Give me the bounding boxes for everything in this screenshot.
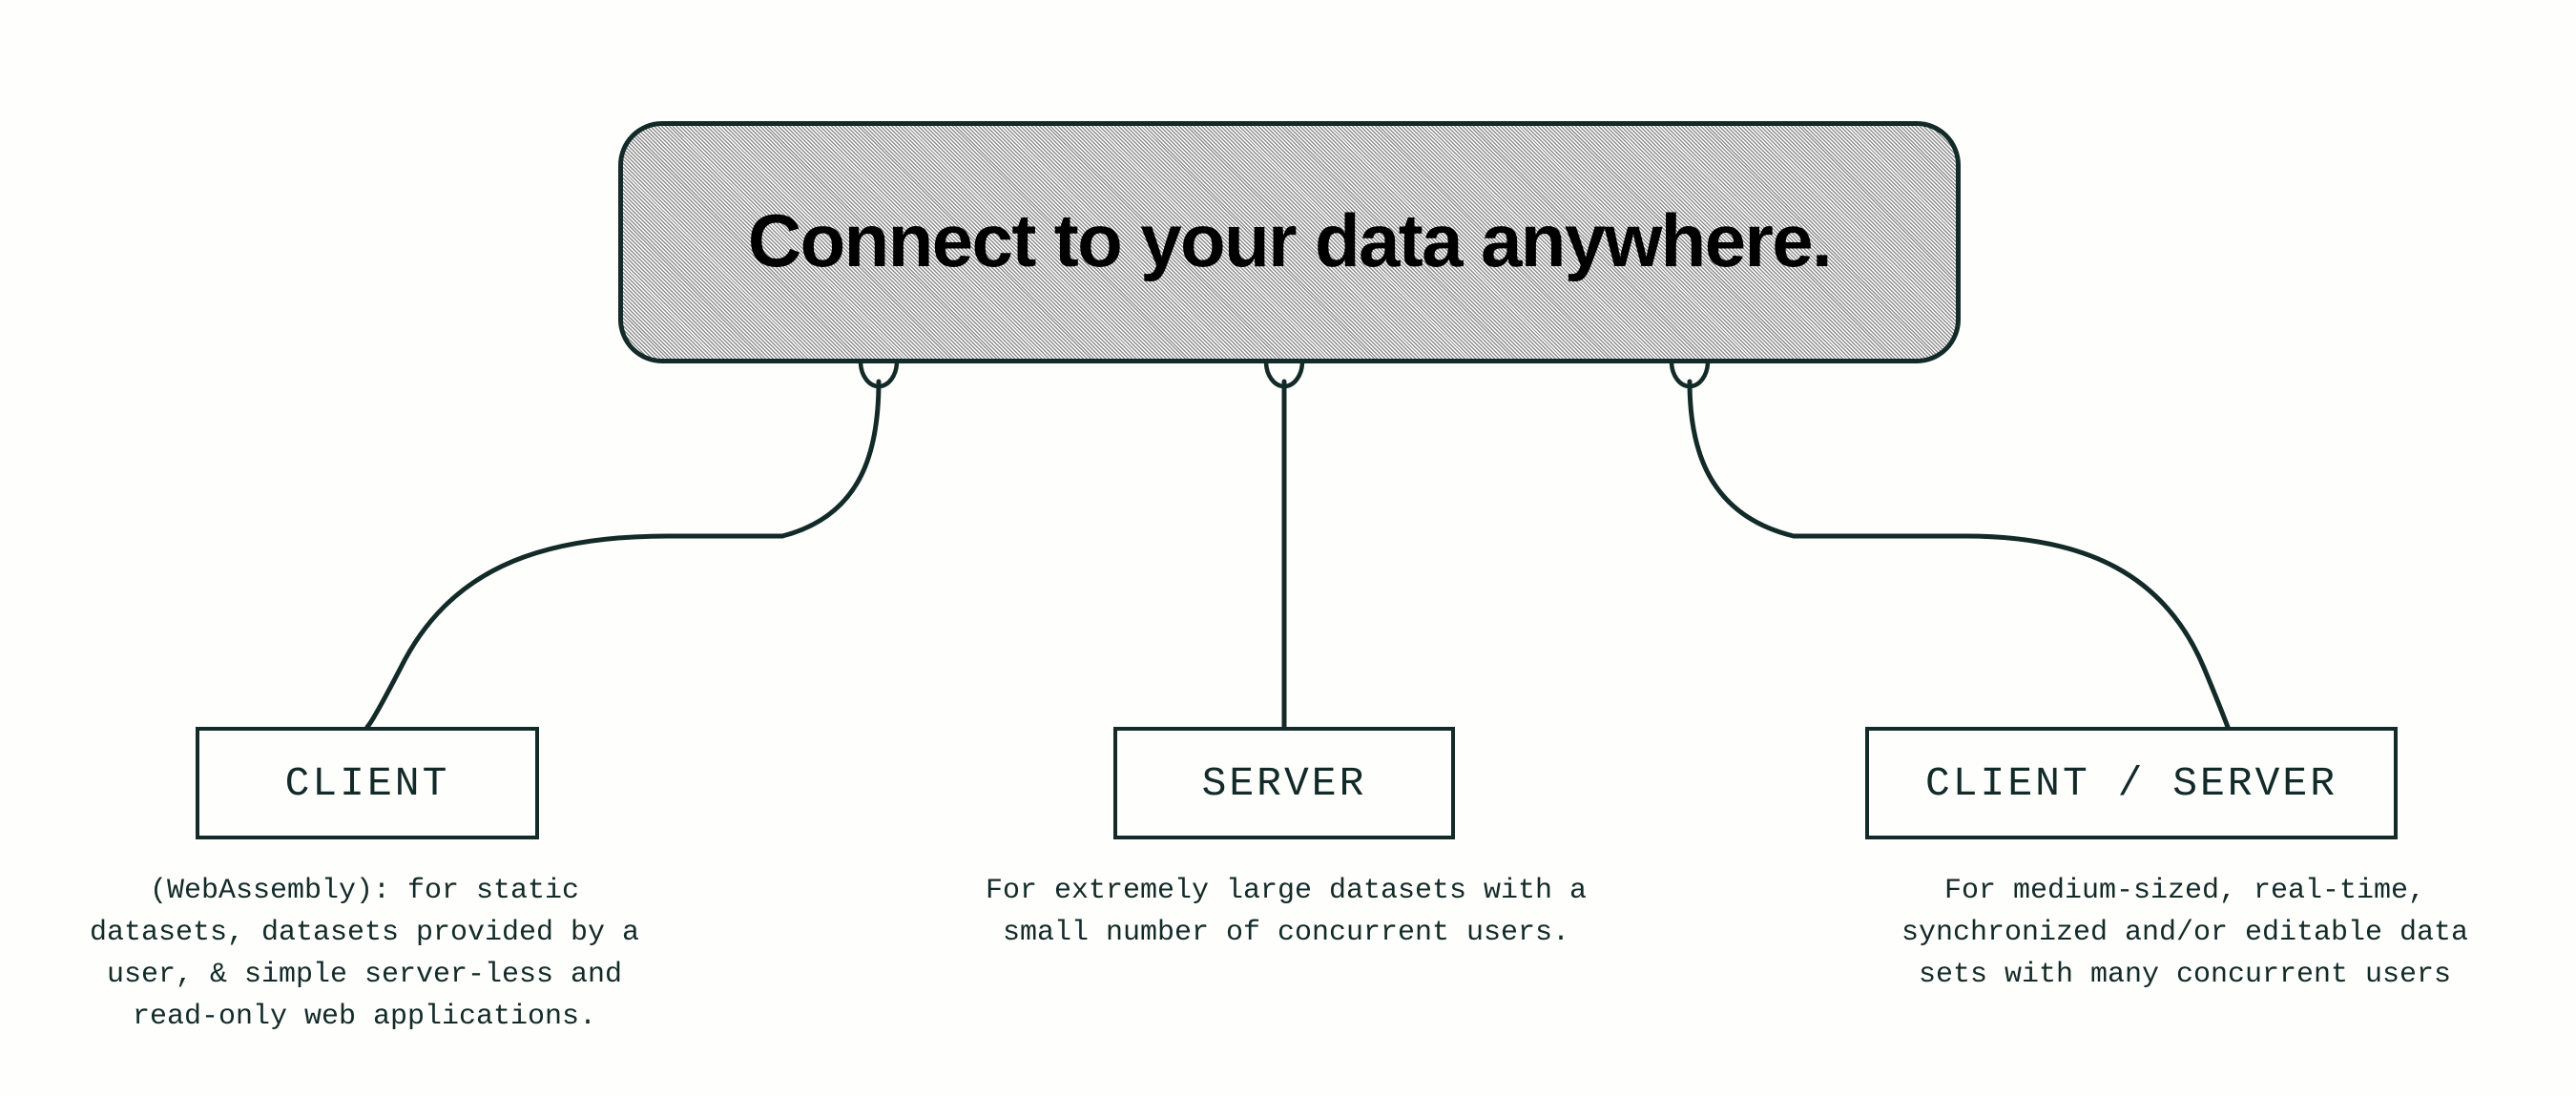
node-caption-client: (WebAssembly): for static datasets, data… (89, 875, 640, 1033)
connector-line-client (364, 379, 882, 730)
node-box-client-server[interactable]: CLIENT / SERVER (1865, 727, 2398, 839)
page-title: Connect to your data anywhere. (747, 198, 1833, 282)
node-box-server[interactable]: SERVER (1113, 727, 1455, 839)
node-box-client[interactable]: CLIENT (196, 727, 539, 839)
node-label-client-server: CLIENT / SERVER (1924, 759, 2338, 807)
hero-banner: Connect to your data anywhere. (618, 121, 1961, 363)
node-caption-client-server: For medium-sized, real-time, synchronize… (1901, 875, 2469, 991)
port-socket-right (1669, 359, 1711, 389)
node-label-server: SERVER (1201, 759, 1367, 807)
port-socket-left (858, 359, 900, 389)
node-label-client: CLIENT (284, 759, 450, 807)
connector-line-clientserver (1687, 379, 2231, 730)
port-socket-middle (1263, 359, 1305, 389)
node-caption-server: For extremely large datasets with a smal… (985, 875, 1588, 949)
